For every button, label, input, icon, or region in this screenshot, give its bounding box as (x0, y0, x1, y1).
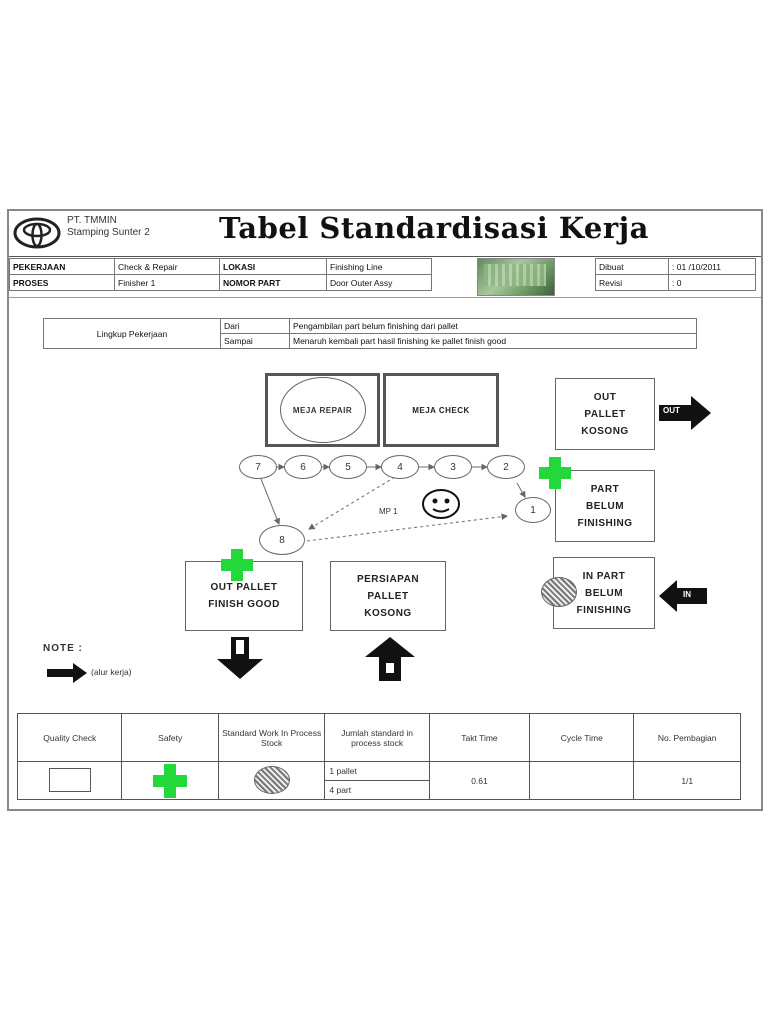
takt-time-header: Takt Time (428, 713, 531, 762)
company-name: PT. TMMIN Stamping Sunter 2 (67, 215, 150, 239)
persiapan-pallet-kosong-line2: PALLET (367, 590, 409, 602)
in-arrow-label: IN (683, 590, 691, 599)
note-text: (alur kerja) (91, 667, 132, 677)
out-pallet-kosong-box: OUT PALLET KOSONG (555, 378, 655, 450)
company-line1: PT. TMMIN (67, 215, 117, 226)
info-table: PEKERJAAN Check & Repair LOKASI Finishin… (9, 258, 432, 291)
out-pallet-kosong-line3: KOSONG (581, 425, 629, 437)
step-7: 7 (239, 455, 277, 479)
out-pallet-finish-good-line1: OUT PALLET (210, 582, 278, 593)
meja-check-table: MEJA CHECK (383, 373, 499, 447)
persiapan-pallet-kosong-line1: PERSIAPAN (356, 573, 420, 585)
part-belum-finishing-line2: BELUM (585, 500, 625, 512)
flow-lines (260, 463, 526, 542)
quality-check-symbol-cell (16, 761, 123, 800)
meja-repair-table: MEJA REPAIR (265, 373, 380, 447)
sampai-value: Menaruh kembali part hasil finishing ke … (289, 333, 697, 349)
step-5: 5 (329, 455, 367, 479)
in-part-belum-finishing-line1: IN PART (582, 570, 626, 582)
step-1: 1 (515, 497, 551, 523)
nomor-part-value: Door Outer Assy (326, 274, 432, 291)
out-arrow-label: OUT (663, 406, 680, 415)
page-title: Tabel Standardisasi Kerja (219, 211, 649, 245)
in-part-belum-finishing-line2: BELUM (584, 587, 624, 599)
quality-check-header: Quality Check (16, 713, 123, 762)
wip-stock-header: Standard Work In Process Stock (217, 713, 326, 762)
out-pallet-kosong-line1: OUT (593, 391, 617, 403)
persiapan-pallet-kosong-line3: KOSONG (364, 607, 412, 619)
no-pembagian-value: 1/1 (633, 761, 741, 800)
company-line2: Stamping Sunter 2 (67, 227, 150, 238)
takt-time-value: 0.61 (428, 761, 531, 800)
step-4: 4 (381, 455, 419, 479)
wip-stock-icon (541, 577, 577, 607)
safety-cross-icon (539, 457, 571, 489)
step-2: 2 (487, 455, 525, 479)
date-table: Dibuat : 01 /10/2011 Revisi : 0 (595, 258, 756, 291)
step-8: 8 (259, 525, 305, 555)
no-pembagian-header: No. Pembagian (633, 713, 741, 762)
step-6: 6 (284, 455, 322, 479)
down-arrow-icon (217, 637, 263, 679)
up-arrow-icon (365, 637, 415, 681)
revisi-value: : 0 (668, 274, 756, 291)
flow-arrow-icon (47, 663, 87, 683)
out-pallet-finish-good-line2: FINISH GOOD (208, 599, 280, 610)
stock-quantity-header: Jumlah standard in process stock (324, 713, 430, 762)
safety-cross-icon (153, 763, 188, 798)
in-arrow-icon: IN (659, 580, 707, 612)
in-part-belum-finishing-line3: FINISHING (576, 604, 632, 616)
out-pallet-finish-good-box: OUT PALLET FINISH GOOD (185, 561, 303, 631)
summary-table: Quality Check Safety Standard Work In Pr… (16, 713, 741, 800)
operator-label: MP 1 (379, 507, 398, 516)
note-title: NOTE : (43, 643, 83, 654)
header-divider (9, 297, 761, 298)
wip-stock-icon (253, 765, 290, 794)
safety-header: Safety (121, 713, 219, 762)
stock-quantity-pallet: 1 pallet (325, 762, 429, 781)
quality-check-icon (48, 767, 91, 792)
safety-symbol-cell (121, 761, 219, 800)
cycle-time-header: Cycle Time (529, 713, 635, 762)
part-belum-finishing-line1: PART (590, 483, 620, 495)
stock-quantity-part: 4 part (329, 785, 352, 795)
part-belum-finishing-line3: FINISHING (577, 517, 633, 529)
part-belum-finishing-box: PART BELUM FINISHING (555, 470, 655, 542)
step-3: 3 (434, 455, 472, 479)
persiapan-pallet-kosong-box: PERSIAPAN PALLET KOSONG (330, 561, 446, 631)
part-photo-detail (484, 264, 546, 286)
out-arrow-icon: OUT (659, 396, 711, 430)
wip-stock-symbol-cell (217, 761, 326, 800)
job-scope-label: Lingkup Pekerjaan (43, 318, 221, 349)
operator-face-icon (422, 489, 460, 519)
safety-cross-icon (221, 549, 253, 581)
cycle-time-value (529, 761, 635, 800)
standard-work-sheet: PT. TMMIN Stamping Sunter 2 Tabel Standa… (7, 209, 763, 811)
title-divider (9, 256, 761, 257)
stock-quantity-cell: 1 pallet 4 part (324, 761, 430, 800)
out-pallet-kosong-line2: PALLET (584, 408, 626, 420)
toyota-logo-icon (13, 217, 61, 249)
job-scope-table: Lingkup Pekerjaan Dari Pengambilan part … (43, 318, 697, 349)
meja-repair-label: MEJA REPAIR (279, 377, 366, 443)
